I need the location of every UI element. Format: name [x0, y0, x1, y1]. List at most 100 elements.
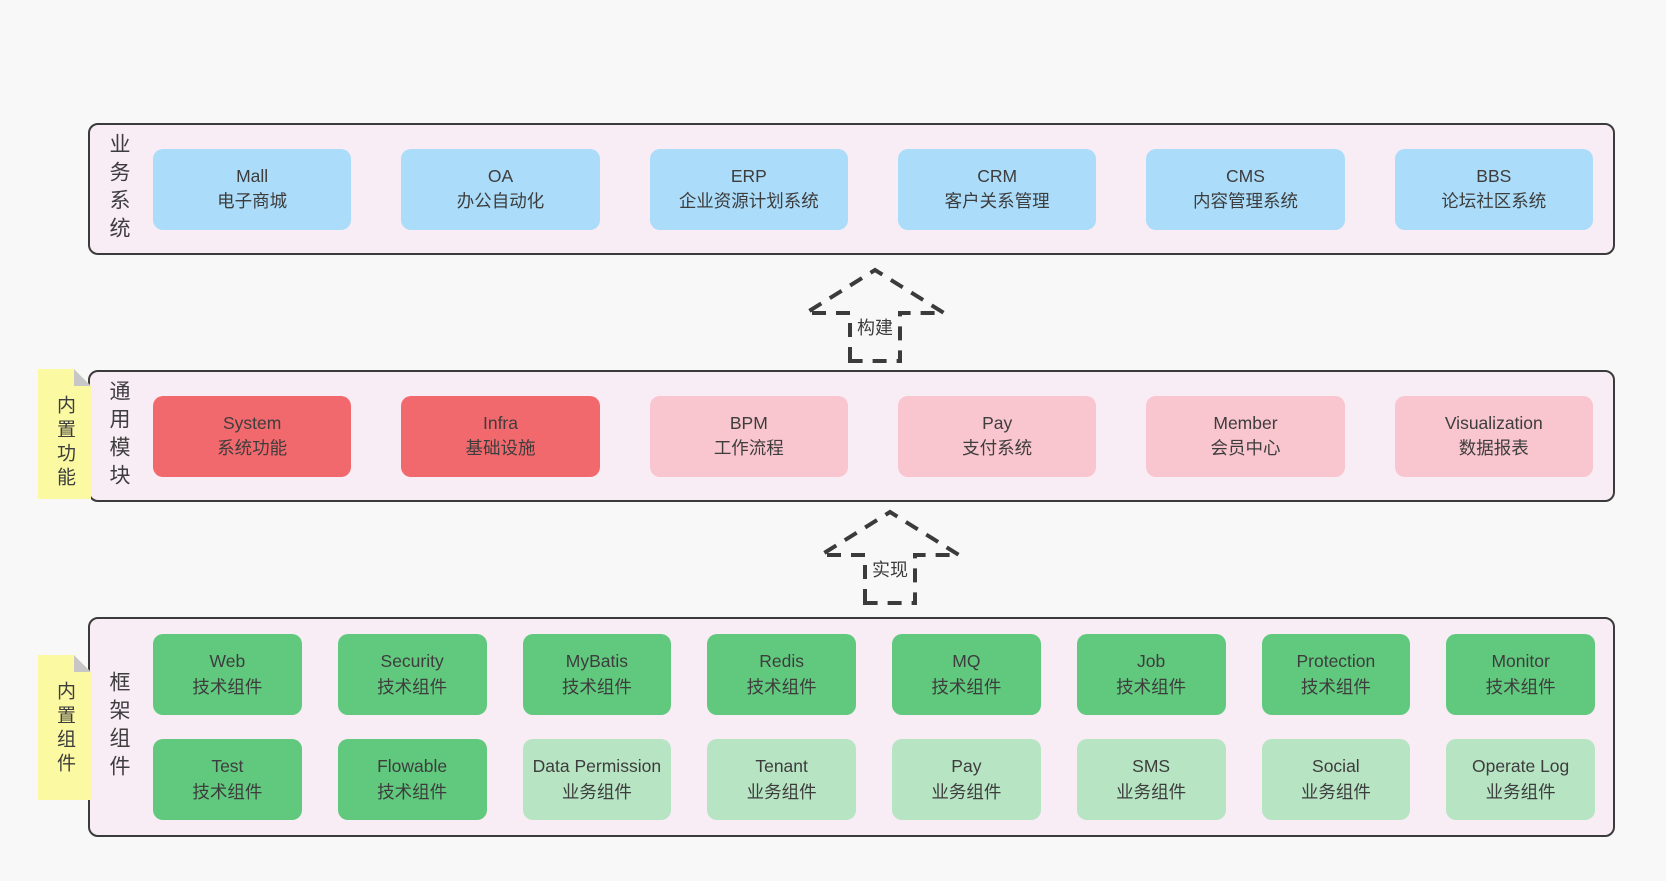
box-title: Social [1312, 756, 1360, 777]
box-title: Visualization [1444, 412, 1543, 433]
box-member: Member 会员中心 [1146, 395, 1345, 477]
box-social: Social 业务组件 [1261, 739, 1411, 820]
box-subtitle: 论坛社区系统 [1441, 191, 1547, 211]
box-subtitle: 业务组件 [561, 781, 632, 802]
box-title: ERP [730, 165, 767, 186]
box-title: CMS [1226, 165, 1265, 186]
band-framework-components: 框架组件 Web 技术组件 Security 技术组件 MyBatis 技术组件… [88, 617, 1615, 837]
box-subtitle: 数据报表 [1458, 438, 1529, 458]
band-common-modules: 通用模块 System 系统功能 Infra 基础设施 BPM 工作流程 Pay… [88, 370, 1615, 502]
box-subtitle: 办公自动化 [456, 191, 545, 211]
box-subtitle: 企业资源计划系统 [678, 191, 819, 211]
box-subtitle: 技术组件 [192, 781, 263, 802]
band-label-components: 框架组件 [90, 619, 146, 835]
box-subtitle: 技术组件 [192, 676, 263, 697]
box-subtitle: 技术组件 [1300, 676, 1371, 697]
box-mq: MQ 技术组件 [892, 634, 1041, 715]
box-title: Member [1213, 412, 1278, 433]
box-sms: SMS 业务组件 [1076, 739, 1226, 820]
box-subtitle: 技术组件 [746, 676, 817, 697]
sticky-text: 内置组件 [54, 681, 75, 777]
box-subtitle: 支付系统 [962, 438, 1033, 458]
box-title: Security [380, 651, 444, 672]
box-test: Test 技术组件 [153, 739, 302, 820]
box-mall: Mall 电子商城 [153, 148, 352, 230]
box-title: Monitor [1491, 651, 1550, 672]
box-subtitle: 系统功能 [217, 438, 288, 458]
box-title: Flowable [377, 756, 448, 777]
box-security: Security 技术组件 [337, 634, 487, 715]
box-subtitle: 客户关系管理 [944, 191, 1050, 211]
box-job: Job 技术组件 [1076, 634, 1226, 715]
box-title: Test [211, 756, 244, 777]
box-title: Data Permission [532, 756, 662, 777]
box-subtitle: 业务组件 [931, 781, 1002, 802]
box-system: System 系统功能 [153, 395, 352, 477]
box-title: SMS [1132, 756, 1171, 777]
component-rows: Web 技术组件 Security 技术组件 MyBatis 技术组件 Redi… [146, 619, 1613, 835]
box-subtitle: 基础设施 [465, 438, 536, 458]
box-mybatis: MyBatis 技术组件 [522, 634, 672, 715]
box-title: MQ [952, 651, 981, 672]
box-bpm: BPM 工作流程 [649, 395, 848, 477]
module-boxes: System 系统功能 Infra 基础设施 BPM 工作流程 Pay 支付系统… [146, 372, 1613, 500]
band-label-business: 业务系统 [90, 125, 146, 253]
dashed-up-arrow-icon [800, 267, 950, 363]
box-title: BPM [729, 412, 768, 433]
box-title: Web [209, 651, 246, 672]
box-flowable: Flowable 技术组件 [337, 739, 487, 820]
box-title: Protection [1296, 651, 1376, 672]
box-cms: CMS 内容管理系统 [1146, 148, 1345, 230]
box-subtitle: 业务组件 [1485, 781, 1556, 802]
box-subtitle: 业务组件 [746, 781, 817, 802]
box-title: Pay [951, 756, 982, 777]
box-subtitle: 会员中心 [1210, 438, 1281, 458]
box-subtitle: 业务组件 [1116, 781, 1187, 802]
band-label-modules: 通用模块 [90, 372, 146, 500]
box-subtitle: 技术组件 [561, 676, 632, 697]
sticky-note-builtin-features: 内置功能 [38, 369, 91, 499]
box-infra: Infra 基础设施 [401, 395, 600, 477]
box-title: Mall [236, 165, 269, 186]
band-label-text: 业务系统 [107, 133, 130, 245]
band-business-systems: 业务系统 Mall 电子商城 OA 办公自动化 ERP 企业资源计划系统 CRM… [88, 123, 1615, 255]
box-web: Web 技术组件 [153, 634, 302, 715]
box-tenant: Tenant 业务组件 [707, 739, 856, 820]
band-label-text: 框架组件 [107, 671, 130, 783]
box-operate-log: Operate Log 业务组件 [1446, 739, 1595, 820]
component-row-1: Web 技术组件 Security 技术组件 MyBatis 技术组件 Redi… [153, 634, 1595, 715]
box-title: CRM [977, 165, 1018, 186]
box-protection: Protection 技术组件 [1261, 634, 1411, 715]
box-subtitle: 业务组件 [1300, 781, 1371, 802]
box-pay-business: Pay 业务组件 [892, 739, 1041, 820]
box-monitor: Monitor 技术组件 [1446, 634, 1595, 715]
box-crm: CRM 客户关系管理 [897, 148, 1097, 230]
box-title: Infra [482, 412, 518, 433]
box-subtitle: 技术组件 [931, 676, 1002, 697]
box-bbs: BBS 论坛社区系统 [1394, 148, 1593, 230]
box-title: Redis [759, 651, 804, 672]
business-boxes: Mall 电子商城 OA 办公自动化 ERP 企业资源计划系统 CRM 客户关系… [146, 125, 1613, 253]
component-row-2: Test 技术组件 Flowable 技术组件 Data Permission … [153, 739, 1595, 820]
dashed-up-arrow-icon [815, 509, 965, 605]
sticky-note-builtin-components: 内置组件 [38, 655, 91, 800]
box-oa: OA 办公自动化 [401, 148, 600, 230]
box-subtitle: 工作流程 [713, 438, 784, 458]
box-subtitle: 内容管理系统 [1192, 191, 1298, 211]
box-subtitle: 技术组件 [377, 781, 448, 802]
sticky-text: 内置功能 [54, 395, 75, 491]
box-title: MyBatis [565, 651, 628, 672]
box-visualization: Visualization 数据报表 [1394, 395, 1593, 477]
arrow-label: 实现 [870, 556, 910, 582]
box-subtitle: 技术组件 [377, 676, 448, 697]
arrow-build: 构建 [800, 266, 950, 364]
box-subtitle: 电子商城 [217, 191, 288, 211]
box-title: Tenant [755, 756, 808, 777]
box-redis: Redis 技术组件 [707, 634, 856, 715]
box-title: Pay [982, 412, 1013, 433]
box-title: System [222, 412, 282, 433]
box-title: Job [1137, 651, 1166, 672]
arrow-label: 构建 [855, 314, 895, 340]
box-data-permission: Data Permission 业务组件 [522, 739, 672, 820]
